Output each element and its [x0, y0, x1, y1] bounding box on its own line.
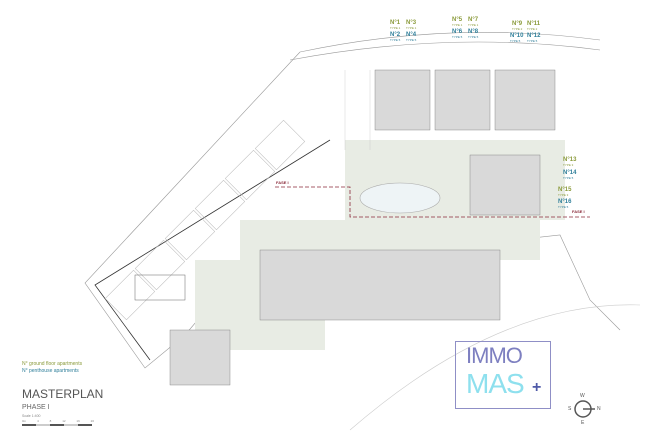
building: [259, 249, 501, 321]
page-title: MASTERPLAN: [22, 387, 104, 401]
legend-penthouse: N° penthouse apartments: [22, 368, 79, 374]
unit-number: N°12: [527, 33, 541, 39]
unit-number: N°5: [452, 17, 463, 23]
plot: [164, 209, 216, 261]
road-edge: [349, 304, 641, 431]
plot: [194, 179, 246, 231]
unit-number: N°16: [558, 199, 572, 205]
plot-boundary: [94, 139, 331, 361]
unit-number: N°14: [563, 170, 577, 176]
road-edge: [299, 32, 601, 53]
scale-tick: 0m: [22, 419, 27, 423]
plot: [224, 149, 276, 201]
plot: [134, 274, 186, 301]
plot: [254, 119, 306, 171]
unit-type: TYPE 5: [527, 39, 538, 43]
unit-type: TYPE 5: [452, 35, 463, 39]
scale-bar: [22, 424, 92, 426]
plot: [104, 269, 156, 321]
buildings: [169, 69, 556, 386]
unit-number: N°10: [510, 33, 524, 39]
compass-e: E: [581, 420, 585, 426]
unit-number: N°2: [390, 32, 401, 38]
building: [169, 329, 231, 386]
unit-type: TYPE 5: [510, 39, 521, 43]
scale-tick: 16: [76, 419, 80, 423]
unit-type: TYPE 5: [406, 38, 417, 42]
building: [469, 154, 541, 216]
building: [494, 69, 556, 131]
phase-label-left: FASE I: [276, 180, 289, 185]
unit-number: N°15: [558, 187, 572, 193]
unit-number: N°9: [512, 21, 523, 27]
building: [374, 69, 431, 131]
phase-subtitle: PHASE I: [22, 404, 50, 411]
phase-boundary: [275, 186, 590, 218]
scale-tick: 8: [49, 419, 52, 423]
unit-type: TYPE 2: [527, 27, 538, 31]
unit-type: TYPE 3: [563, 163, 574, 167]
road-edge: [289, 41, 601, 61]
scale-ticks: 0m 4 8 12 16 20: [22, 419, 94, 423]
empty-plots: [104, 119, 306, 321]
scale-text: Scale 1:400: [22, 414, 41, 418]
unit-type: TYPE 1: [468, 23, 479, 27]
compass-w: W: [580, 393, 585, 399]
logo-line2: MAS: [466, 368, 525, 399]
unit-number: N°13: [563, 157, 577, 163]
unit-type: TYPE 1: [390, 26, 401, 30]
unit-number: N°3: [406, 20, 417, 26]
unit-number: N°4: [406, 32, 417, 38]
unit-number: N°7: [468, 17, 479, 23]
unit-type: TYPE 5: [558, 205, 569, 209]
scale-tick: 20: [90, 419, 94, 423]
unit-type: TYPE 1: [406, 26, 417, 30]
unit-type: TYPE 5: [390, 38, 401, 42]
unit-number: N°8: [468, 29, 479, 35]
unit-number: N°11: [527, 21, 541, 27]
building: [434, 69, 491, 131]
unit-type: TYPE 3: [558, 193, 569, 197]
unit-number: N°1: [390, 20, 401, 26]
unit-type: TYPE 5: [563, 176, 574, 180]
unit-type: TYPE 2: [512, 27, 523, 31]
unit-number: N°6: [452, 29, 463, 35]
phase-label-right: FASE I: [572, 209, 585, 214]
scale-tick: 4: [37, 419, 39, 423]
plot: [134, 239, 186, 291]
compass-n: N: [597, 406, 601, 412]
scale-tick: 12: [62, 419, 66, 423]
pool: [359, 182, 441, 214]
unit-type: TYPE 5: [468, 35, 479, 39]
logo-line1: IMMO: [466, 343, 523, 368]
legend-ground: N° ground floor apartments: [22, 361, 83, 367]
parking: [344, 70, 371, 150]
compass-s: S: [568, 406, 572, 412]
unit-type: TYPE 1: [452, 23, 463, 27]
immomas-logo: IMMO MAS +: [455, 341, 551, 409]
logo-plus: +: [532, 379, 542, 396]
